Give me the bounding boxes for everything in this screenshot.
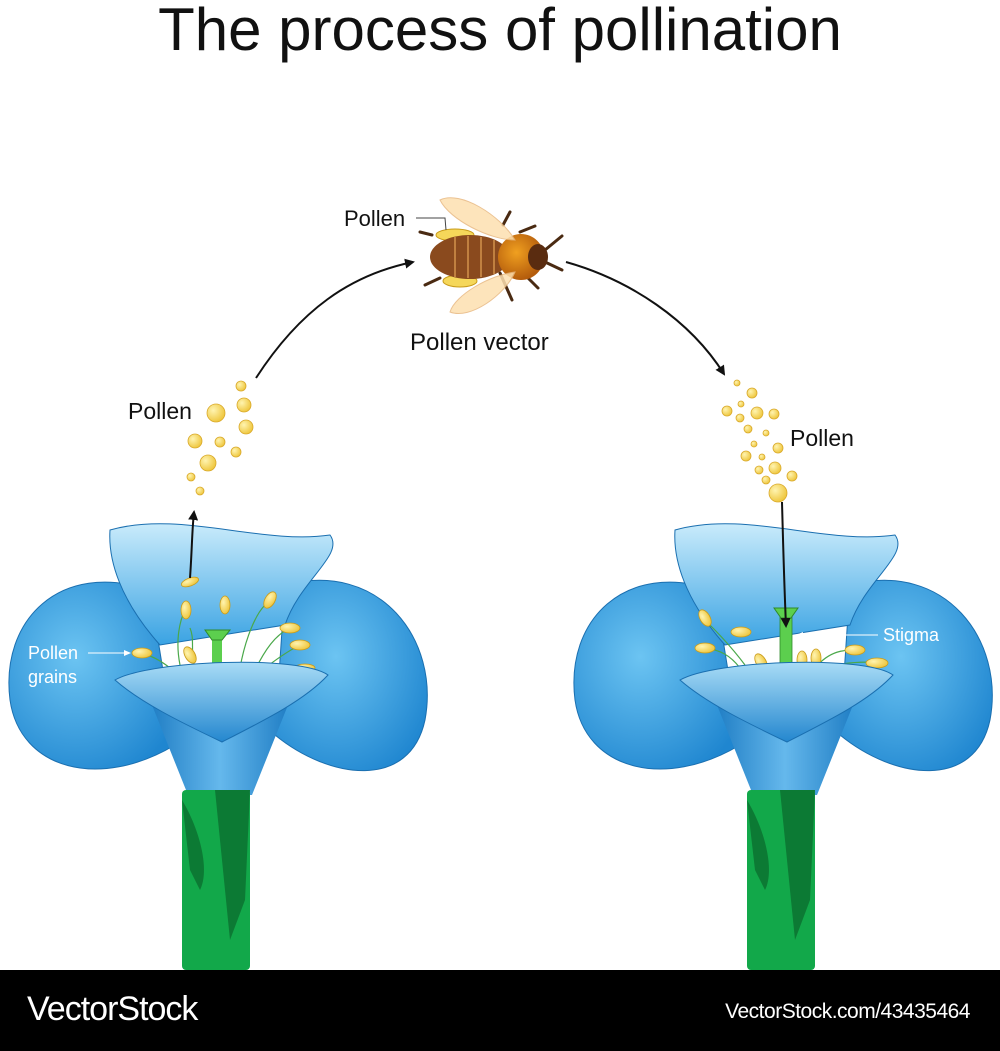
bee-icon [418, 197, 564, 314]
arrow-to-bee [255, 258, 415, 379]
left-flower [8, 523, 428, 970]
pollen-particles-left [186, 380, 254, 496]
label-pollen-left: Pollen [128, 398, 192, 424]
label-stigma: Stigma [883, 625, 940, 645]
stock-id: VectorStock.com/43435464 [725, 1000, 970, 1023]
brand-logo: VectorStock [27, 990, 198, 1028]
diagram-canvas: The process of pollination [8, 0, 993, 970]
label-pollen-grains-1: Pollen [28, 643, 78, 663]
label-pollen-right: Pollen [790, 425, 854, 451]
diagram-title: The process of pollination [158, 0, 842, 63]
bee-pollen-leader [416, 217, 447, 231]
arrow-from-bee [565, 261, 726, 376]
label-pollen-bee: Pollen [344, 206, 405, 231]
label-pollen-vector: Pollen vector [410, 329, 549, 356]
arrow-pollen-down [780, 501, 791, 628]
label-pollen-grains-2: grains [28, 667, 77, 687]
arrow-pollen-up [188, 510, 199, 579]
right-flower [573, 523, 993, 970]
footer-bar: VectorStock VectorStock.com/43435464 [0, 970, 1000, 1051]
pistil [212, 635, 222, 680]
pollen-particles-right [721, 379, 798, 503]
